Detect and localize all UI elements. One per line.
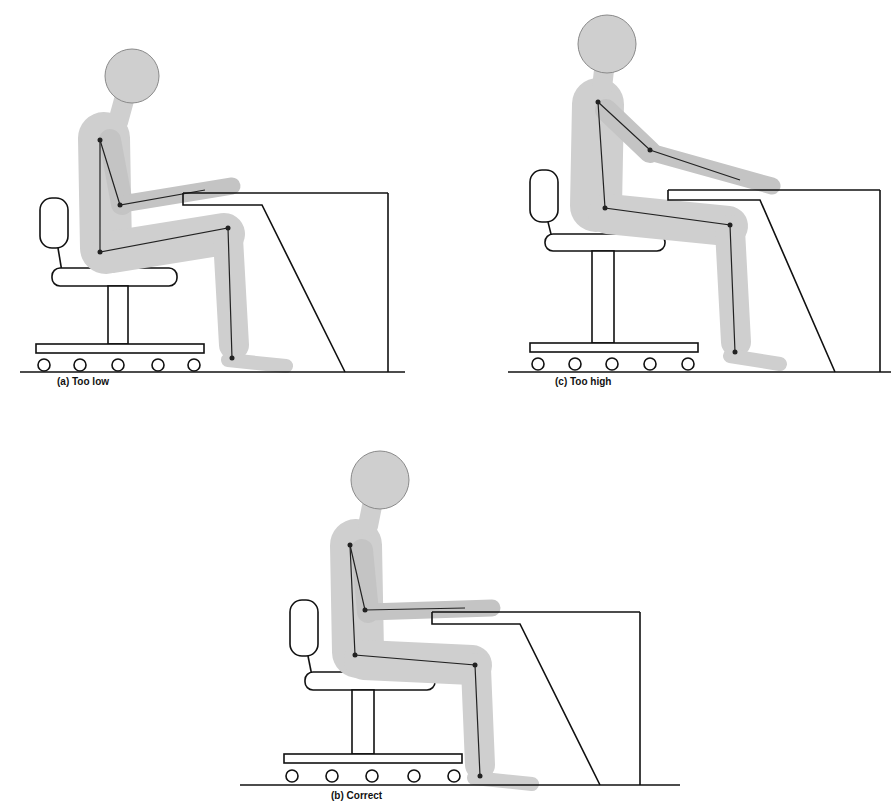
person-low [98,49,287,366]
desk-low [20,193,405,372]
figure-caption: (c) Too high [555,376,611,388]
desk-correct [240,612,680,785]
figure-caption: (a) Too low [57,376,109,388]
figure-caption: (b) Correct [331,790,382,802]
person-correct [348,451,533,784]
desk-high [508,190,891,372]
